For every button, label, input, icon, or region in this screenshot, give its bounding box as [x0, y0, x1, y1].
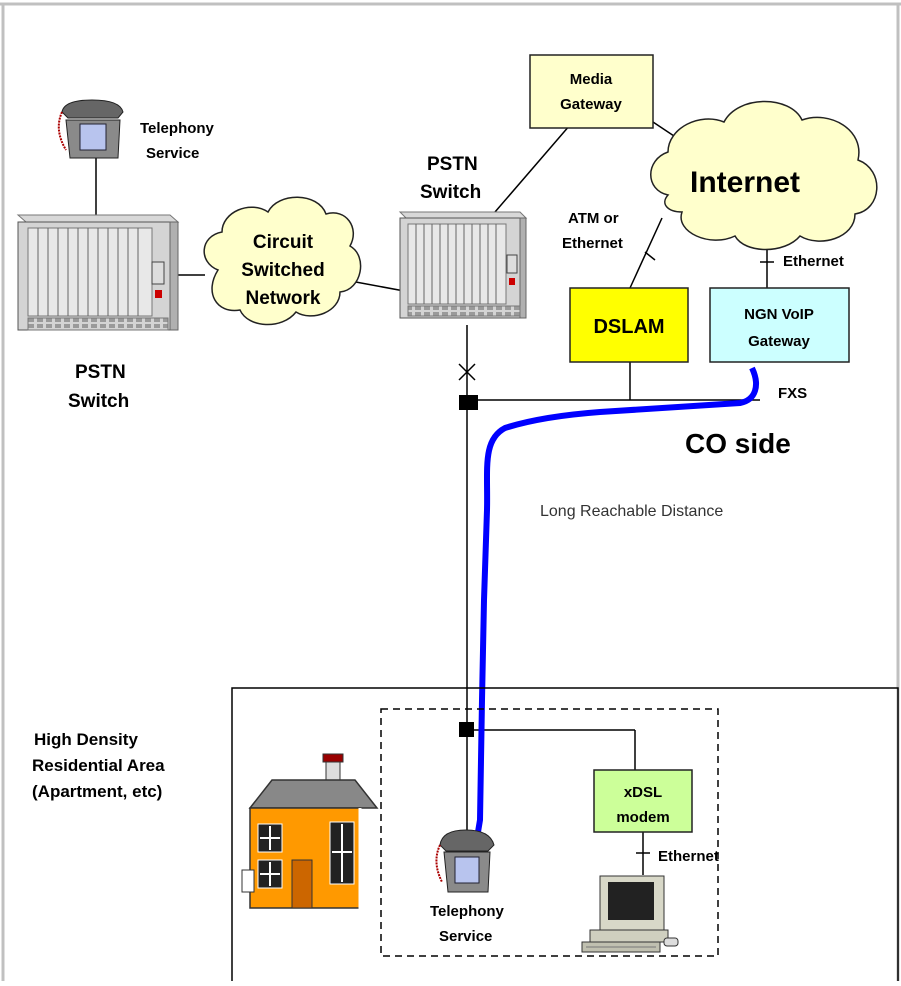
xdsl-modem-label-2: modem: [616, 809, 669, 826]
telephony-service-bottom-label-2: Service: [439, 928, 492, 945]
telephone-icon-bottom: [435, 829, 495, 893]
long-reachable-distance-label: Long Reachable Distance: [540, 503, 723, 520]
x-mark-b: [458, 363, 476, 381]
csn-label-2: Switched: [241, 260, 324, 281]
xdsl-modem-label-1: xDSL: [624, 784, 662, 801]
pstn-switch-rack-left: [16, 214, 180, 331]
csn-label-1: Circuit: [253, 232, 314, 253]
csn-label-3: Network: [246, 288, 321, 309]
splitter-home: [459, 722, 474, 737]
residential-area-label-3: (Apartment, etc): [32, 782, 162, 801]
telephony-service-top-label-2: Service: [146, 145, 199, 162]
residential-area-box: [231, 687, 899, 986]
ngn-voip-gateway-box: [709, 287, 850, 363]
media-gateway-label-1: Media: [570, 71, 613, 88]
atm-or-ethernet-label-2: Ethernet: [562, 235, 623, 252]
pstn-switch-mid-label-2: Switch: [420, 182, 481, 203]
telephony-service-top-label-1: Telephony: [140, 120, 215, 137]
internet-cloud: [650, 100, 878, 251]
ngn-voip-gateway-label-1: NGN VoIP: [744, 306, 814, 323]
splitter-co: [459, 395, 478, 410]
ethernet-bottom-label: Ethernet: [658, 848, 719, 865]
telephony-service-bottom-label-1: Telephony: [430, 903, 505, 920]
ngn-voip-gateway-label-2: Gateway: [748, 333, 810, 350]
residential-area-label-2: Residential Area: [32, 756, 165, 775]
circuit-switched-network-cloud: [203, 196, 362, 326]
pstn-switch-left-label-1: PSTN: [75, 362, 126, 383]
pstn-switch-rack-mid: [398, 211, 528, 319]
telephone-icon-top: [57, 99, 124, 159]
fxs-label: FXS: [778, 385, 807, 402]
ethernet-top-label: Ethernet: [783, 253, 844, 270]
computer-icon: [581, 875, 679, 953]
pstn-switch-mid-label-1: PSTN: [427, 154, 478, 175]
internet-label: Internet: [690, 166, 800, 199]
media-gateway-box: [529, 54, 654, 129]
dslam-label: DSLAM: [593, 316, 664, 338]
pstn-switch-left-label-2: Switch: [68, 391, 129, 412]
xdsl-modem-box: [593, 769, 693, 833]
media-gateway-label-2: Gateway: [560, 96, 622, 113]
atm-tick: [644, 251, 656, 261]
house-icon: [241, 753, 379, 912]
co-side-label: CO side: [685, 428, 791, 459]
long-loop-blue-line: [475, 366, 759, 833]
home-network-dashed-box: [380, 708, 719, 957]
pstn-to-media-gateway-line: [494, 124, 571, 213]
atm-or-ethernet-label-1: ATM or: [568, 210, 619, 227]
residential-area-label-1: High Density: [34, 730, 138, 749]
dslam-box: [569, 287, 689, 363]
